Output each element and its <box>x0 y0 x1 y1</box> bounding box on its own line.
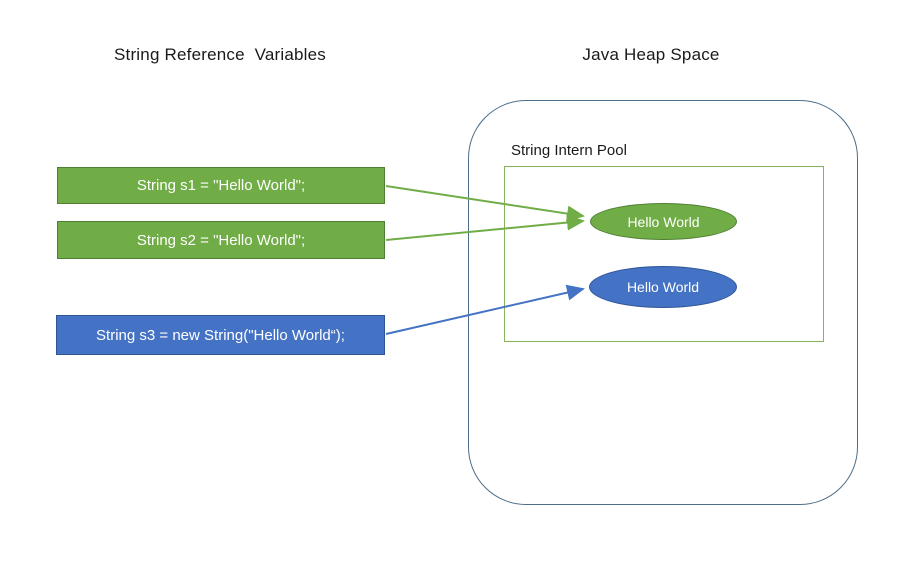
reference-box-s1: String s1 = "Hello World"; <box>57 167 385 204</box>
reference-box-s2-label: String s2 = "Hello World"; <box>136 231 306 249</box>
string-intern-pool-container <box>504 166 824 342</box>
reference-box-s3-label: String s3 = new String("Hello World“); <box>96 326 345 344</box>
heap-object-new-string-label: Hello World <box>626 279 700 295</box>
title-string-reference-variables: String Reference Variables <box>113 45 327 64</box>
reference-box-s3: String s3 = new String("Hello World“); <box>56 315 385 355</box>
title-java-heap-space: Java Heap Space <box>582 45 720 64</box>
string-intern-pool-label: String Intern Pool <box>511 142 627 159</box>
heap-object-interned-string-label: Hello World <box>627 213 700 230</box>
reference-box-s1-label: String s1 = "Hello World"; <box>136 177 306 194</box>
heap-object-new-string: Hello World <box>589 266 737 308</box>
reference-box-s2: String s2 = "Hello World"; <box>57 221 385 259</box>
heap-object-interned-string: Hello World <box>590 203 737 240</box>
